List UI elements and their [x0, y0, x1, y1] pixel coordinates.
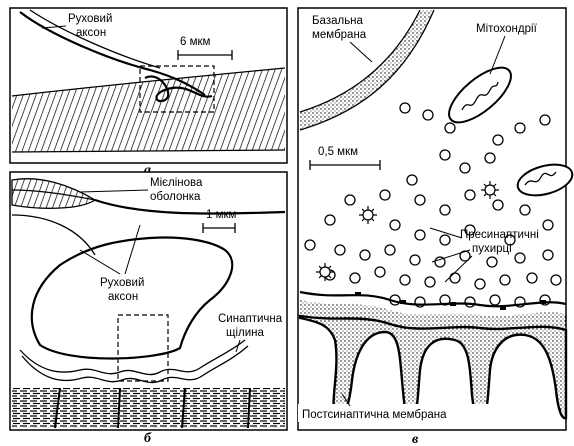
vesicles-label-1: Пресинаптичні — [460, 229, 539, 241]
postsyn-label: Постсинаптична мембрана — [302, 409, 447, 421]
myelin-label-2: оболонка — [150, 191, 201, 203]
panel-v-letter: в — [412, 432, 419, 446]
myelin-label-1: Мієлінова — [150, 177, 203, 189]
panel-a: 6 мкм Руховий аксон а — [10, 8, 287, 178]
vesicles-label-2: пухирці — [472, 243, 512, 255]
motor-axon-label-a-2: аксон — [76, 27, 106, 39]
motor-axon-label-b-1: Руховий — [100, 277, 144, 289]
muscle-fiber-b — [12, 388, 285, 428]
basal-label-1: Базальна — [312, 15, 364, 27]
cleft-label-1: Синаптична — [218, 313, 283, 325]
mito-label: Мітохондрії — [476, 23, 538, 35]
scale-label-b: 1 мкм — [206, 209, 237, 221]
scale-label-a: 6 мкм — [180, 36, 211, 48]
motor-axon-label-a-1: Руховий — [68, 13, 112, 25]
panel-b: 1 мкм Мієлінова оболонка Руховий аксон С… — [10, 172, 287, 446]
panel-b-letter: б — [144, 431, 152, 446]
scale-label-v: 0,5 мкм — [318, 146, 358, 158]
basal-label-2: мембрана — [312, 29, 367, 41]
motor-axon-label-b-2: аксон — [108, 291, 138, 303]
panel-v: 0,5 мкм — [298, 8, 574, 446]
cleft-label-2: щілина — [226, 327, 265, 339]
